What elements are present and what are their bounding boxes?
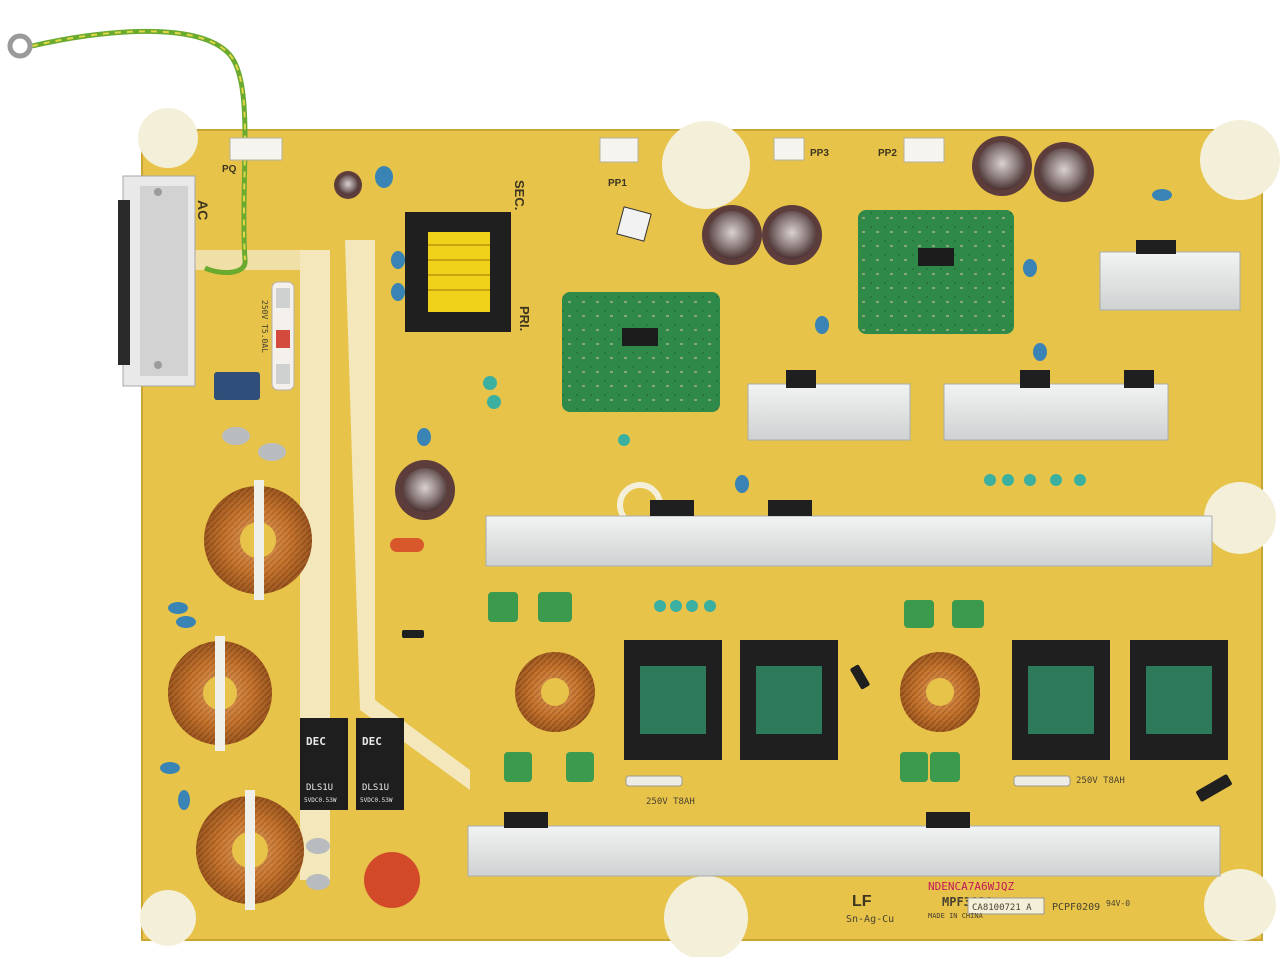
serial-number: CA8100721 A — [972, 903, 1032, 913]
main-transformer-4 — [1130, 640, 1228, 760]
daughterboard-left — [562, 292, 720, 412]
output-toroid-right — [900, 652, 980, 732]
output-toroid-left — [515, 652, 595, 732]
red-varistor — [364, 852, 420, 908]
mains-fuse — [271, 281, 295, 391]
heatsink-top-right — [1099, 251, 1241, 311]
serial-sticker — [967, 897, 1045, 915]
small-electrolytics — [483, 376, 1086, 612]
ceramic-capacitors — [160, 166, 1172, 810]
ground-wire — [7, 28, 248, 275]
flammability-rating: 94V-0 — [1106, 899, 1130, 908]
relay-1-model: DLS1U — [306, 783, 333, 793]
relay-1 — [300, 718, 348, 810]
film-capacitors — [488, 592, 984, 782]
main-transformer-1 — [624, 640, 722, 760]
alloy-mark: Sn-Ag-Cu — [846, 914, 894, 925]
diodes — [402, 630, 1232, 802]
varistors-grey — [222, 427, 330, 890]
pp2-label: PP2 — [878, 148, 897, 159]
heatsink-bottom-long — [467, 825, 1221, 877]
pp1-label: PP1 — [608, 178, 627, 189]
output-fuse-1 — [625, 775, 683, 787]
electrolytic-left-top — [334, 171, 362, 199]
pq-label: PQ — [222, 164, 237, 175]
lead-free-mark: LF — [852, 893, 872, 910]
relay-2-model: DLS1U — [362, 783, 389, 793]
power-transistors — [504, 240, 1176, 828]
main-transformer-2 — [740, 640, 838, 760]
isolation-gap-2 — [345, 240, 470, 790]
bulk-capacitor-small — [395, 460, 455, 520]
heatsink-upper-left — [747, 383, 911, 441]
ac-label: AC — [195, 200, 211, 220]
common-mode-choke-2 — [168, 636, 272, 751]
relay-2 — [356, 718, 404, 810]
fuse-rating-2: 250V T8AH — [1076, 776, 1125, 786]
pri-label: PRI. — [517, 306, 532, 331]
sec-label: SEC. — [512, 180, 527, 210]
red-ink-marking: NDENCA7A6WJQZ — [928, 880, 1014, 893]
made-in: MADE IN CHINA — [928, 912, 984, 920]
main-transformer-3 — [1012, 640, 1110, 760]
common-mode-choke-3 — [196, 790, 304, 910]
common-mode-choke-1 — [204, 480, 312, 600]
heatsink-middle-long — [485, 515, 1213, 567]
heatsink-upper-right — [943, 383, 1169, 441]
connectors-top — [229, 137, 945, 163]
relay-2-brand: DEC — [362, 735, 382, 748]
daughterboard-right — [858, 210, 1014, 334]
pcb-code: PCPF0209 — [1052, 902, 1100, 913]
qr-label — [616, 206, 652, 242]
relay-1-coil: 5VDC0.53W — [304, 797, 337, 804]
electrolytic-caps-top — [702, 136, 1094, 265]
relay-1-brand: DEC — [306, 735, 326, 748]
pp3-label: PP3 — [810, 148, 829, 159]
fuse-rating-primary: 250V T5.0AL — [260, 300, 269, 353]
fuse-rating-1: 250V T8AH — [646, 797, 695, 807]
x-capacitor — [214, 372, 260, 400]
output-fuse-2 — [1013, 775, 1071, 787]
ac-inlet — [118, 175, 196, 387]
relay-2-coil: 5VDC0.53W — [360, 797, 393, 804]
mounting-holes — [138, 108, 1280, 957]
standby-transformer — [405, 212, 511, 332]
